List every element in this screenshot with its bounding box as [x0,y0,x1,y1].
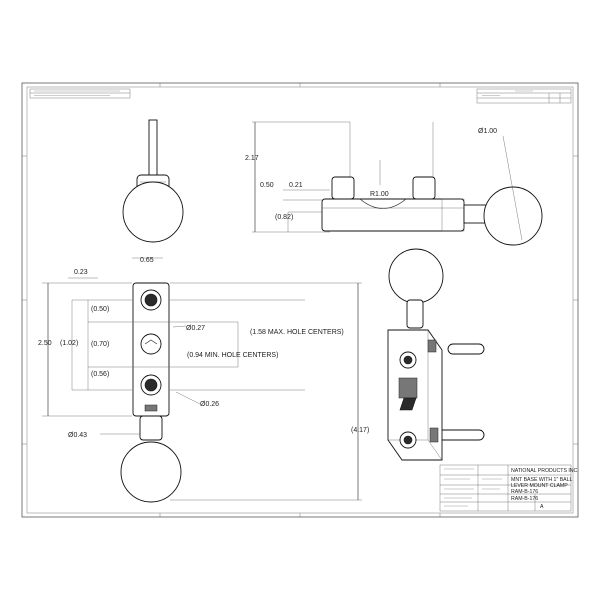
dim-front-056: (0.56) [91,371,109,378]
dim-top-082: (0.82) [275,214,293,221]
dim-height-102: (1.02) [60,340,78,347]
dim-height-250: 2.50 [38,340,52,347]
isometric-view [387,248,485,461]
dim-top-050: 0.50 [260,182,274,189]
dim-max-centers: (1.58 MAX. HOLE CENTERS) [250,329,344,336]
dim-front-065: 0.65 [140,257,154,264]
title-block: NATIONAL PRODUCTS INC. MNT BASE WITH 1" … [439,464,579,512]
company-name: NATIONAL PRODUCTS INC. [511,468,579,474]
dim-center-hole: Ø0.27 [186,325,205,332]
front-view [42,257,362,503]
side-view [122,119,184,243]
general-notes-block [29,88,131,99]
dim-top-021: 0.21 [289,182,303,189]
dim-ball-dia-top: Ø1.00 [478,128,497,135]
dim-front-023: 0.23 [74,269,88,276]
dim-top-height: 2.17 [245,155,259,162]
dim-small-hole: Ø0.26 [200,401,219,408]
title-line-1: MNT BASE WITH 1" BALL [511,477,573,483]
zone-ticks [22,83,578,517]
dim-front-070: (0.70) [91,341,109,348]
dim-radius: R1.00 [370,191,389,198]
title-line-2: LEVER MOUNT CLAMP [511,483,568,489]
revision-block [476,88,572,104]
revision: A [540,504,544,510]
dim-min-centers: (0.94 MIN. HOLE CENTERS) [187,352,278,359]
title-line-3: RAM-B-176 [511,489,538,495]
top-view [252,121,543,246]
dim-front-050: (0.50) [91,306,109,313]
drawing-number: RAM-B-176 [511,496,538,502]
dim-ball-dia: Ø0.43 [68,432,87,439]
dim-overall: (4.17) [351,427,369,434]
